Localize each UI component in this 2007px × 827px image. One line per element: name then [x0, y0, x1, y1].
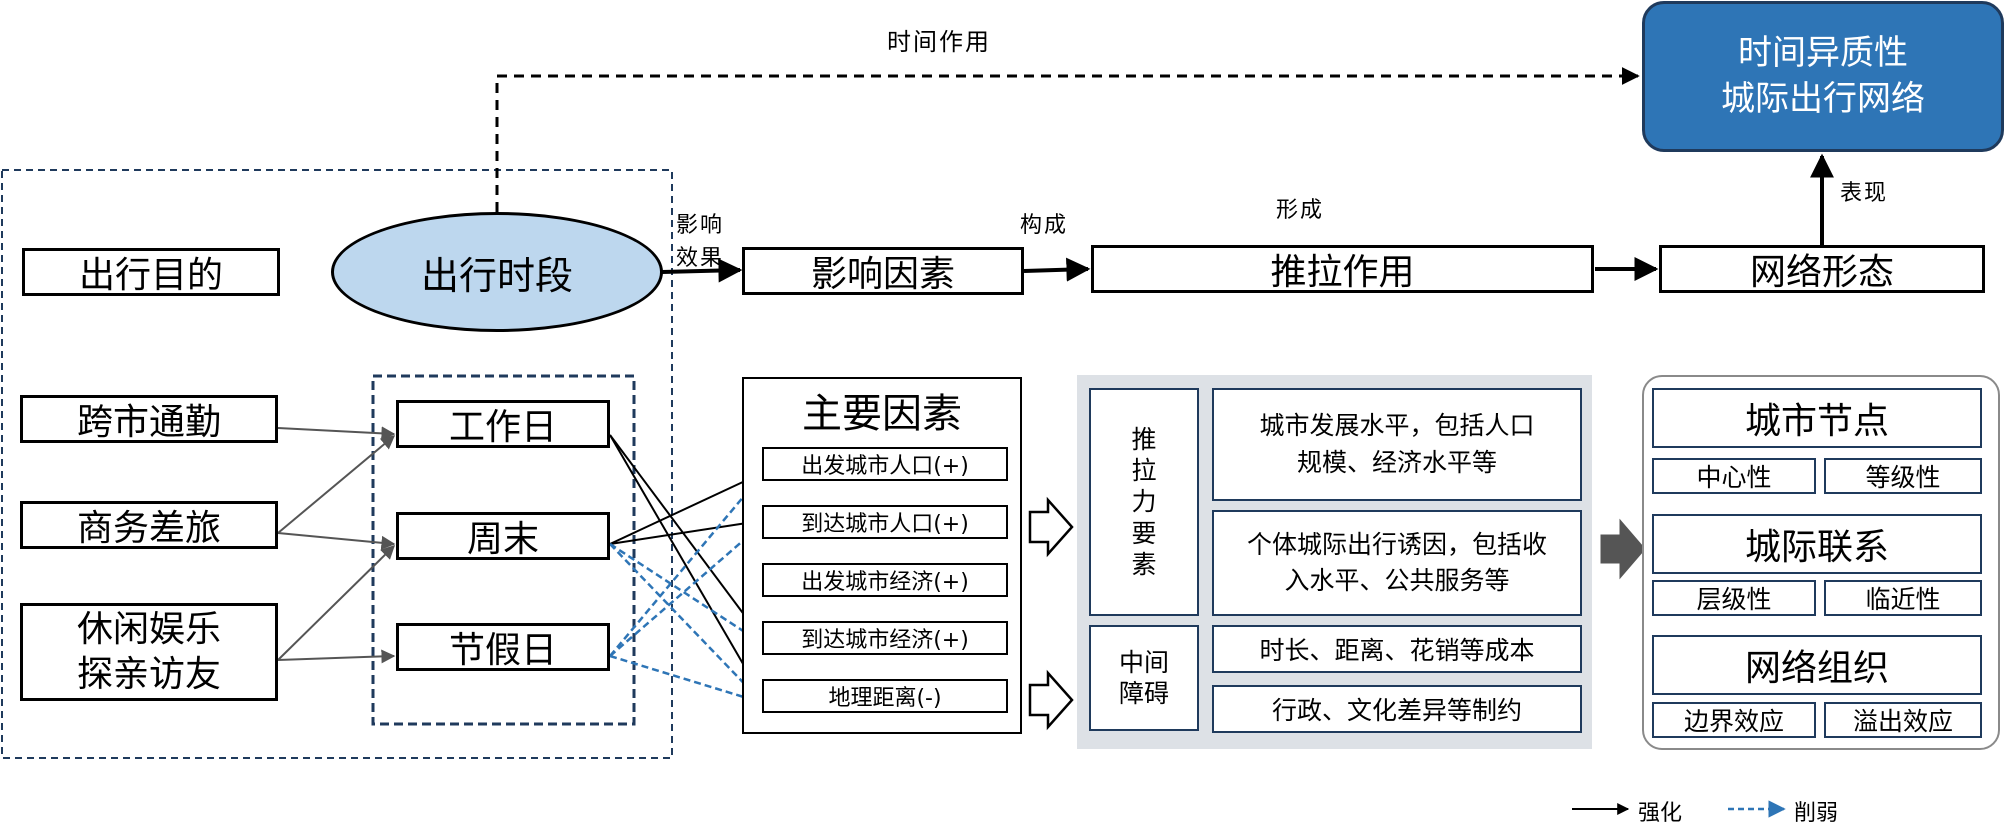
main-factors-box: 主要因素 出发城市人口(+) 到达城市人口(+) 出发城市经济(+) 到达城市经… [742, 377, 1022, 734]
travel-period-ellipse: 出行时段 [331, 212, 663, 332]
result-line-1: 时间异质性 [1738, 32, 1908, 73]
label-form: 形成 [1276, 198, 1325, 223]
period-workday: 工作日 [396, 400, 610, 448]
barrier-label: 中间 障碍 [1089, 625, 1199, 731]
weaken-holiday-distance [609, 654, 762, 706]
hollow-arrow-push [1028, 496, 1074, 558]
weaken-weekend-distance [609, 543, 762, 702]
push-item-city-development: 城市发展水平，包括人口 规模、经济水平等 [1212, 388, 1582, 501]
time-effect-arrow [495, 67, 1640, 212]
barrier-item-admin: 行政、文化差异等制约 [1212, 685, 1582, 733]
network-link-proximity: 临近性 [1824, 580, 1982, 616]
strengthen-weekend-origpop [609, 473, 762, 545]
purpose-visit: 探亲访友 [76, 654, 221, 695]
strengthen-workday-distance [609, 434, 761, 695]
push-pull-box: 推拉作用 [1091, 245, 1594, 293]
strengthen-weekend-destpop [609, 516, 762, 545]
weaken-holiday-origpop [609, 475, 762, 657]
barrier-label-line-1: 中间 [1118, 647, 1169, 677]
label-influence-2: 效果 [676, 246, 725, 271]
push-item-individual-motive: 个体城际出行诱因，包括收 入水平、公共服务等 [1212, 510, 1582, 616]
period-group-frame [371, 374, 636, 726]
period-holiday: 节假日 [396, 623, 610, 671]
arrow-leisure-weekend [277, 545, 395, 661]
push-label-char-3: 力 [1131, 487, 1157, 517]
arrow-leisure-holiday [277, 649, 396, 664]
factor-origin-econ: 出发城市经济(+) [762, 563, 1008, 597]
purpose-leisure-visit: 休闲娱乐 探亲访友 [20, 603, 278, 701]
push-label-char-1: 推 [1131, 424, 1157, 454]
network-node-centrality: 中心性 [1652, 458, 1816, 494]
network-org-boundary: 边界效应 [1652, 702, 1816, 738]
hollow-arrow-barrier [1028, 669, 1074, 731]
purpose-leisure: 休闲娱乐 [76, 609, 221, 650]
factor-origin-pop: 出发城市人口(+) [762, 447, 1008, 481]
label-manifest: 表现 [1840, 181, 1889, 206]
network-link-layering: 层级性 [1652, 580, 1816, 616]
legend-weaken-label: 削弱 [1794, 801, 1839, 826]
weaken-holiday-destpop [609, 524, 762, 657]
purpose-business: 商务差旅 [20, 501, 278, 549]
weaken-weekend-destecon [609, 542, 762, 644]
period-weekend: 周末 [396, 512, 610, 560]
network-link: 城际联系 [1652, 514, 1982, 574]
arrow-business-weekend [277, 532, 396, 550]
push-item-1-line-1: 城市发展水平，包括人口 [1259, 411, 1535, 441]
network-node-hierarchy: 等级性 [1824, 458, 1982, 494]
label-influence-1: 影响 [676, 213, 725, 238]
arrow-business-workday [277, 435, 396, 534]
push-label-char-2: 拉 [1131, 456, 1157, 486]
factor-dest-econ: 到达城市经济(+) [762, 621, 1008, 655]
push-item-2-line-2: 入水平、公共服务等 [1284, 566, 1510, 595]
network-org: 网络组织 [1652, 635, 1982, 695]
solid-arrow-network [1600, 518, 1646, 580]
arrow-period-to-factors [661, 258, 743, 283]
purpose-title-box: 出行目的 [22, 248, 280, 296]
arrow-commute-workday [277, 426, 396, 441]
push-item-1-line-2: 规模、经济水平等 [1296, 447, 1497, 477]
result-line-2: 城际出行网络 [1721, 78, 1925, 119]
legend-strengthen-label: 强化 [1638, 801, 1683, 826]
left-group-frame [1, 169, 673, 759]
label-time-effect: 时间作用 [887, 28, 991, 56]
network-org-spillover: 溢出效应 [1824, 702, 1982, 738]
arrow-factors-to-pushpull [1023, 257, 1091, 282]
push-item-2-line-1: 个体城际出行诱因，包括收 [1246, 529, 1547, 559]
factor-distance: 地理距离(-) [762, 679, 1008, 713]
network-node: 城市节点 [1652, 388, 1982, 448]
push-pull-elements-label: 推 拉 力 要 素 [1089, 388, 1199, 616]
strengthen-workday-destecon [609, 434, 761, 637]
barrier-item-cost: 时长、距离、花销等成本 [1212, 625, 1582, 673]
network-form-box: 网络形态 [1659, 245, 1985, 293]
factors-box: 影响因素 [742, 247, 1024, 295]
main-factors-title: 主要因素 [802, 391, 962, 437]
factor-dest-pop: 到达城市人口(+) [762, 505, 1008, 539]
push-label-char-5: 素 [1131, 549, 1157, 579]
result-box: 时间异质性 城际出行网络 [1642, 1, 2004, 152]
purpose-commute: 跨市通勤 [20, 395, 278, 443]
label-compose: 构成 [1020, 213, 1069, 238]
push-label-char-4: 要 [1131, 518, 1157, 548]
barrier-label-line-2: 障碍 [1118, 679, 1169, 708]
